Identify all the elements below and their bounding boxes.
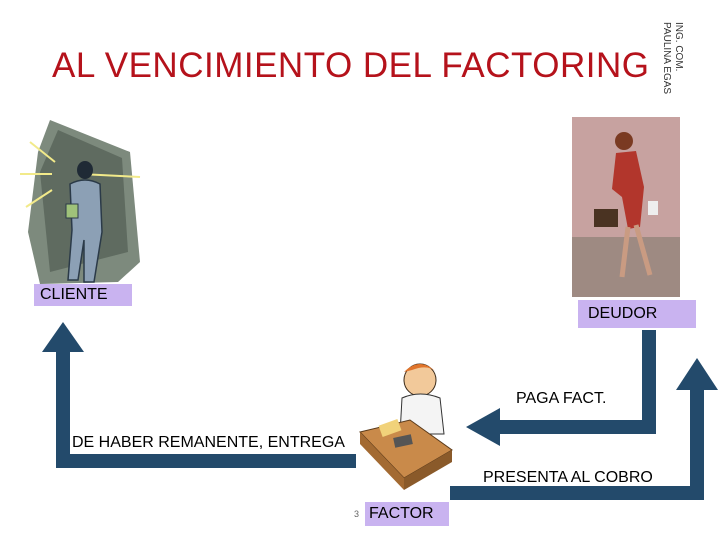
arrow-to-cliente [42, 322, 356, 468]
factor-label: FACTOR [365, 502, 449, 526]
slide-title: AL VENCIMIENTO DEL FACTORING [52, 46, 650, 85]
cliente-label: CLIENTE [34, 284, 132, 306]
client-figure-illustration [20, 120, 141, 284]
debtor-photo [572, 117, 680, 297]
author-note-line-1: ING. COM. [673, 22, 684, 71]
flow-paga-label: PAGA FACT. [516, 390, 607, 407]
flow-remanente-label: DE HABER REMANENTE, ENTREGA [72, 434, 345, 451]
author-note: ING. COM. PAULINA EGAS [661, 22, 684, 94]
slide-number: 3 [354, 509, 360, 519]
arrow-paga-to-factor [466, 330, 656, 446]
author-note-line-2: PAULINA EGAS [661, 22, 672, 94]
flow-presenta-label: PRESENTA AL COBRO [483, 469, 653, 486]
arrow-presenta-to-deudor [450, 358, 718, 500]
factor-illustration [359, 363, 453, 490]
deudor-label: DEUDOR [578, 300, 696, 328]
